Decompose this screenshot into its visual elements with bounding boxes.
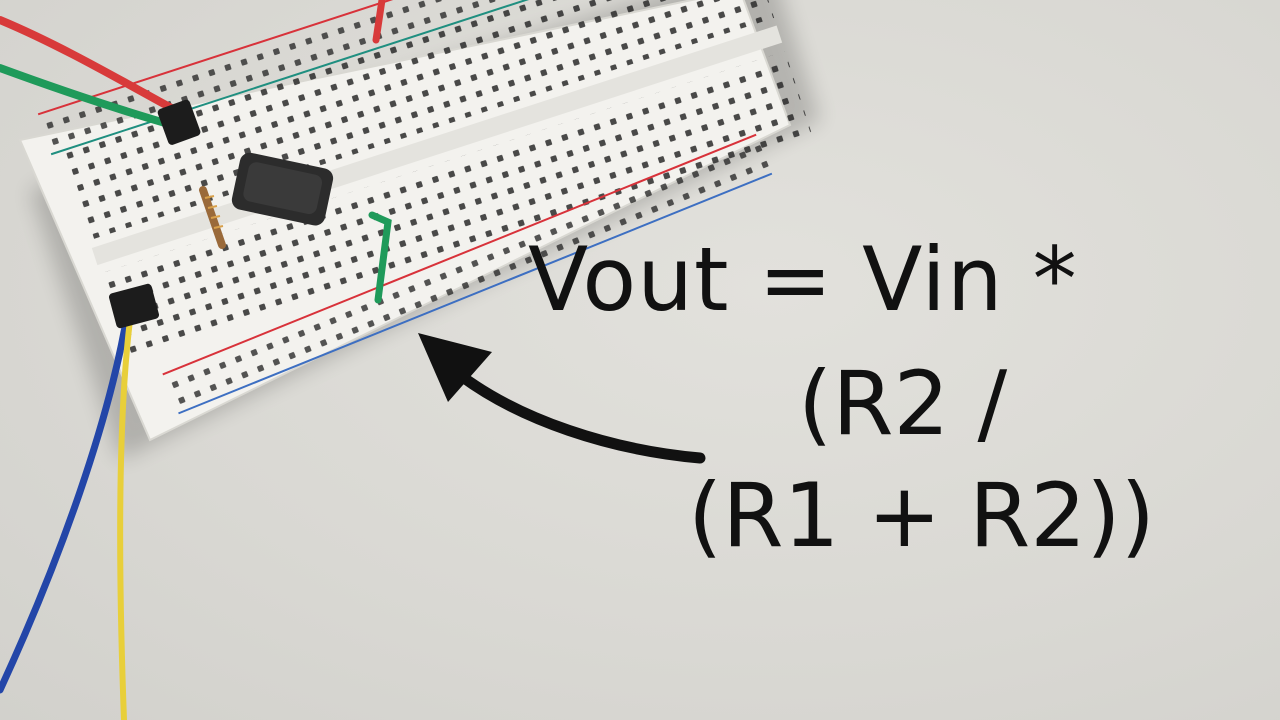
wire-connector-top [157,99,201,145]
breadboard [18,0,815,442]
ic-chip [231,152,334,226]
wire-blue [0,306,132,694]
curved-arrow-icon [418,333,706,464]
formula-line-3: (R1 + R2)) [688,464,1155,567]
resistor [199,186,226,249]
wire-yellow [117,317,133,720]
wire-green [0,64,176,129]
wire-red [0,0,386,114]
formula-line-2: (R2 / [798,352,1008,455]
green-jumper-wire [368,211,392,304]
wire-connector-bottom [108,283,160,329]
formula-line-1: Vout = Vin * [528,228,1078,331]
